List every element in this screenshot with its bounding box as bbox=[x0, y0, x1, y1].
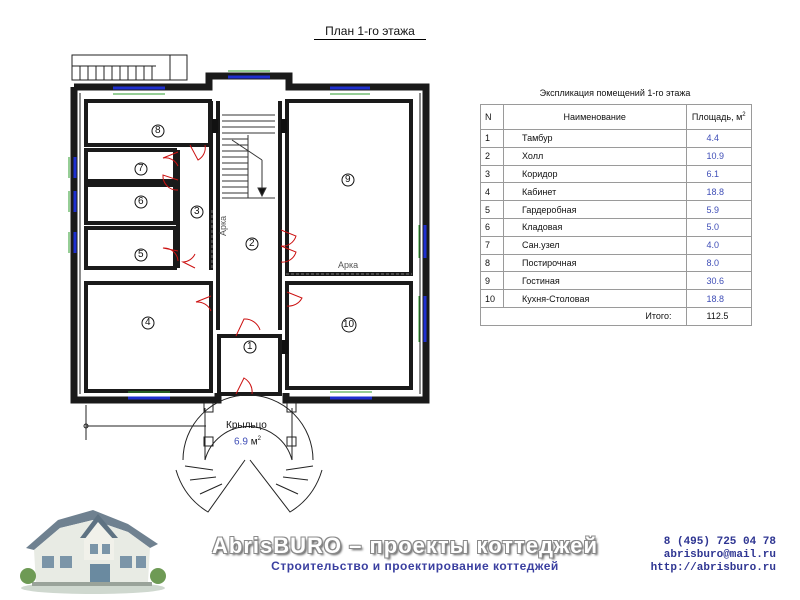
row-area: 10.9 bbox=[685, 146, 752, 166]
room-number: 4 bbox=[145, 317, 151, 328]
arch-label-vertical: Арка bbox=[218, 215, 228, 236]
explication-title: Экспликация помещений 1-го этажа bbox=[539, 88, 691, 98]
porch-area-value: 6.9 bbox=[234, 436, 248, 448]
plan-title: План 1-го этажа bbox=[325, 24, 415, 38]
title-underline bbox=[314, 39, 426, 40]
header-area-text: Площадь, м bbox=[691, 112, 743, 122]
row-name: Гостиная bbox=[503, 271, 687, 291]
room-3-marker: 3 bbox=[190, 205, 204, 224]
row-name: Коридор bbox=[503, 164, 687, 184]
house-illustration bbox=[20, 510, 166, 594]
row-name: Постирочная bbox=[503, 253, 687, 273]
row-name: Гардеробная bbox=[503, 200, 687, 219]
brand-subtitle: Строительство и проектирование коттеджей bbox=[271, 559, 559, 573]
staircase bbox=[222, 114, 275, 199]
total-value: 112.5 bbox=[685, 307, 752, 326]
row-n: 9 bbox=[480, 271, 504, 291]
interior-walls bbox=[84, 99, 413, 396]
row-n: 10 bbox=[480, 289, 504, 308]
row-area: 4.0 bbox=[685, 235, 752, 255]
row-area: 18.8 bbox=[685, 182, 752, 202]
row-name: Тамбур bbox=[503, 129, 687, 148]
table-total-row: Итого: 112.5 bbox=[480, 307, 752, 326]
inner-outline bbox=[79, 93, 421, 394]
room-7-marker: 7 bbox=[134, 162, 148, 181]
row-n: 3 bbox=[480, 164, 504, 184]
row-n: 6 bbox=[480, 217, 504, 237]
doors bbox=[162, 144, 303, 395]
row-n: 4 bbox=[480, 182, 504, 202]
arch-label-horizontal: Арка bbox=[338, 260, 359, 270]
row-area: 6.1 bbox=[685, 164, 752, 184]
room-2-marker: 2 bbox=[245, 237, 259, 256]
row-area: 5.9 bbox=[685, 200, 752, 219]
row-name: Кабинет bbox=[503, 182, 687, 202]
header-name: Наименование bbox=[503, 104, 687, 130]
row-name: Сан.узел bbox=[503, 235, 687, 255]
row-name: Кухня-Столовая bbox=[503, 289, 687, 308]
row-n: 7 bbox=[480, 235, 504, 255]
room-10-marker: 10 bbox=[341, 317, 357, 338]
room-6-marker: 6 bbox=[134, 195, 148, 214]
room-number: 3 bbox=[194, 206, 200, 217]
room-number: 1 bbox=[247, 341, 253, 352]
header-n: N bbox=[480, 104, 504, 130]
windows bbox=[73, 75, 427, 400]
porch-area: 6.9 м2 bbox=[234, 436, 261, 447]
porch-area-unit: м bbox=[250, 436, 258, 448]
row-area: 5.0 bbox=[685, 217, 752, 237]
room-1-marker: 1 bbox=[243, 340, 257, 359]
porch-label: Крыльцо bbox=[226, 420, 267, 431]
room-number: 9 bbox=[345, 174, 351, 185]
contact-website-link[interactable]: http://abrisburo.ru bbox=[650, 562, 776, 574]
row-name: Кладовая bbox=[503, 217, 687, 237]
row-name: Холл bbox=[503, 146, 687, 166]
row-area: 18.8 bbox=[685, 289, 752, 308]
table-header-row: N Наименование Площадь, м2 bbox=[480, 104, 752, 130]
vent-blocks bbox=[212, 119, 288, 354]
porch bbox=[83, 394, 323, 513]
brand-banner: AbrisBURO – проекты коттеджей bbox=[212, 533, 598, 558]
porch-area-unit-sup: 2 bbox=[257, 436, 261, 442]
row-n: 5 bbox=[480, 200, 504, 219]
row-n: 8 bbox=[480, 253, 504, 273]
room-8-marker: 8 bbox=[151, 124, 165, 143]
row-area: 4.4 bbox=[685, 129, 752, 148]
room-9-marker: 9 bbox=[341, 173, 355, 192]
room-number: 8 bbox=[155, 125, 161, 136]
header-area: Площадь, м2 bbox=[685, 104, 752, 130]
room-number: 6 bbox=[138, 196, 144, 207]
room-number: 5 bbox=[138, 249, 144, 260]
room-number: 7 bbox=[138, 163, 144, 174]
row-n: 2 bbox=[480, 146, 504, 166]
room-number: 10 bbox=[343, 319, 355, 330]
room-4-marker: 4 bbox=[141, 316, 155, 335]
arch-lines bbox=[211, 210, 412, 275]
top-stairs bbox=[71, 54, 188, 81]
contact-phone: 8 (495) 725 04 78 bbox=[663, 536, 776, 548]
header-area-sup: 2 bbox=[742, 112, 746, 118]
total-label: Итого: bbox=[503, 307, 686, 326]
row-n: 1 bbox=[480, 129, 504, 148]
room-number: 2 bbox=[249, 238, 255, 249]
contact-email[interactable]: abrisburo@mail.ru bbox=[663, 549, 776, 561]
room-5-marker: 5 bbox=[134, 248, 148, 267]
row-area: 30.6 bbox=[685, 271, 752, 291]
row-area: 8.0 bbox=[685, 253, 752, 273]
total-spacer bbox=[480, 307, 504, 326]
window-sills bbox=[68, 70, 420, 393]
